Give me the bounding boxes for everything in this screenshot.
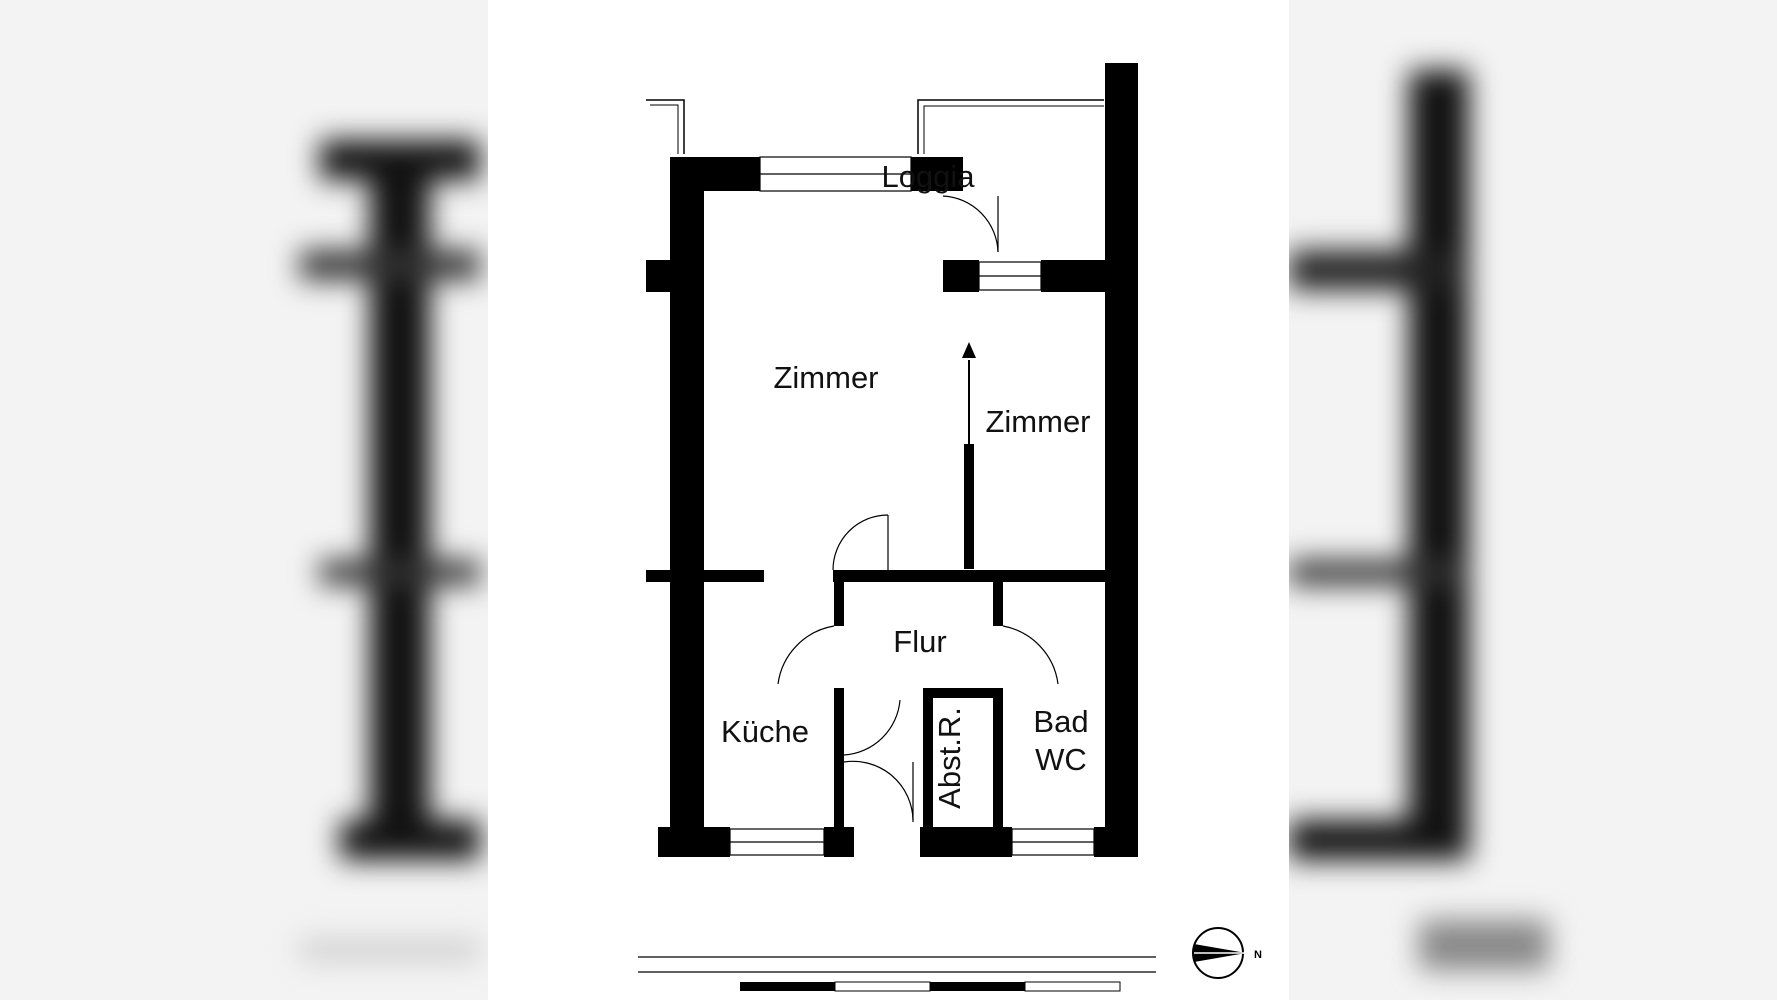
top-wall-right xyxy=(911,157,963,191)
door-swings xyxy=(777,195,1059,822)
room-partition xyxy=(964,444,974,569)
label-zimmer-side: Zimmer xyxy=(985,404,1090,439)
flur-wall-left-top xyxy=(834,582,844,626)
door-storage-arc xyxy=(843,699,901,756)
loggia-railing-left-inner xyxy=(650,104,679,154)
loggia-railing-right xyxy=(917,99,1104,154)
storage-wall-top xyxy=(923,688,998,698)
label-bad: Bad xyxy=(1033,704,1088,739)
hall-wall-left xyxy=(646,570,764,582)
outer-wall-right xyxy=(1105,63,1138,855)
outer-wall-left xyxy=(670,157,704,857)
label-wc: WC xyxy=(1035,742,1087,777)
flur-wall-left-bottom xyxy=(834,688,844,828)
label-flur: Flur xyxy=(893,624,946,659)
storage-wall-left xyxy=(923,688,933,828)
bottom-wall-right xyxy=(1094,827,1138,857)
flur-wall-right-top xyxy=(993,582,1003,626)
bottom-wall-mid xyxy=(824,827,854,857)
hall-wall-right xyxy=(833,570,1113,582)
blurred-background-right xyxy=(1289,0,1777,1000)
door-entrance-arc xyxy=(843,760,914,821)
blurred-background-left xyxy=(0,0,488,1000)
door-loggia-arc xyxy=(942,195,999,253)
door-zimmer-arc xyxy=(832,514,889,571)
bottom-wall-left xyxy=(658,827,730,857)
scale-bar xyxy=(740,981,1121,992)
windows xyxy=(729,156,1095,856)
loggia-wall-left xyxy=(943,260,979,292)
loggia-wall-right xyxy=(1041,260,1111,292)
flur-wall-right-bottom xyxy=(993,688,1003,828)
door-bath-arc xyxy=(1002,625,1059,685)
floor-plan: Loggia Zimmer Zimmer Flur Küche Abst.R. … xyxy=(638,63,1262,992)
label-zimmer-main: Zimmer xyxy=(773,360,878,395)
label-kueche: Küche xyxy=(721,714,809,749)
direction-arrow-head xyxy=(962,342,976,358)
wall-stub-left xyxy=(646,260,672,292)
loggia-railing-left xyxy=(646,99,685,154)
loggia-railing-right-inner xyxy=(923,105,1104,154)
floor-plan-panel: Loggia Zimmer Zimmer Flur Küche Abst.R. … xyxy=(488,0,1289,1000)
compass-letter: N xyxy=(1254,949,1262,961)
label-loggia: Loggia xyxy=(881,159,975,194)
compass-icon: N xyxy=(1192,927,1262,979)
bottom-wall-center xyxy=(920,827,1012,857)
label-abstellraum: Abst.R. xyxy=(932,707,967,809)
door-kitchen-arc xyxy=(777,625,835,685)
walls xyxy=(646,63,1138,857)
